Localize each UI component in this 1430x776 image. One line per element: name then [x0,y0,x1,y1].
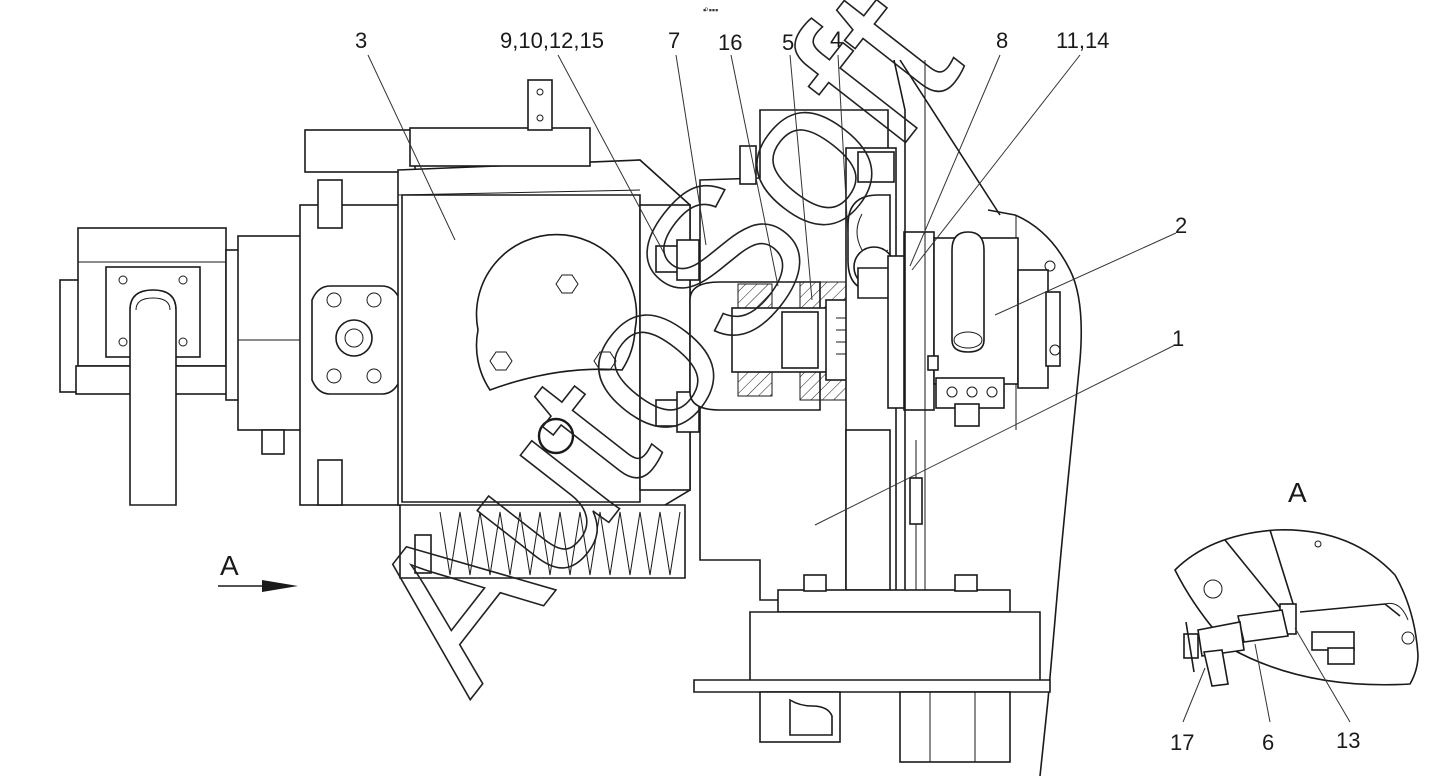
mount-base [693,574,1051,763]
valve-block [927,231,1061,427]
callout-2: 2 [1175,213,1187,238]
callout-5: 5 [782,30,794,55]
callout-16: 16 [718,30,742,55]
callout-1: 1 [1172,326,1184,351]
pulley-grooves [399,504,686,579]
callout-11-14: 11,14 [1056,28,1109,53]
callout-9-10-12-15: 9,10,12,15 [500,28,604,53]
detail-view-a [1174,529,1419,687]
callout-6: 6 [1262,730,1274,755]
gear-pump [59,227,307,506]
axial-piston-pump [397,79,700,521]
callout-17: 17 [1170,730,1194,755]
view-marker-label: A [220,550,239,581]
callout-8: 8 [996,28,1008,53]
view-arrow [218,580,298,592]
callout-7: 7 [668,28,680,53]
pump-flange [299,129,416,506]
leader-lines [367,54,1351,723]
detail-title: A [1288,477,1307,508]
callout-13: 13 [1336,728,1360,753]
top-mark: ▪ͦ ▪▪▪ [703,5,718,15]
callout-4: 4 [830,27,842,52]
callout-3: 3 [355,28,367,53]
